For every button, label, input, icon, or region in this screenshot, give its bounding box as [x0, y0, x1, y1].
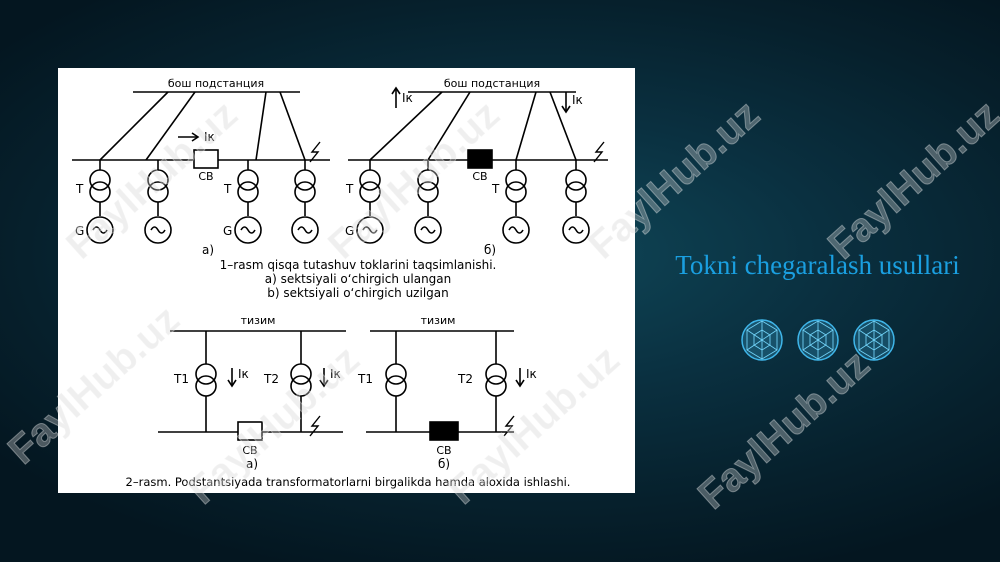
fig2a-ik-label-1: Iк	[238, 367, 249, 381]
fig2a-switch-label: СВ	[242, 444, 257, 457]
fig1a-t-label-2: Т	[223, 182, 232, 196]
decorative-orbs	[740, 318, 900, 364]
fig1a-t-label: Т	[75, 182, 84, 196]
fig2b-t1-label: Т1	[357, 372, 373, 386]
fig1a-variant-label: а)	[202, 243, 214, 257]
fig1-caption-line1: 1–rasm qisqa tutashuv toklarini taqsimla…	[220, 258, 497, 272]
fig2b-variant-label: б)	[438, 457, 450, 471]
fig1a-branch-3: Т G	[223, 160, 262, 244]
fig1b-section-switch-closed	[467, 149, 493, 169]
fig2a-bus-label: тизим	[241, 314, 276, 327]
fig2a-transformer-t2: Т2 Iк	[263, 331, 341, 432]
fig2b-t2-label: Т2	[457, 372, 473, 386]
fig1b-bus-label: бош подстанция	[444, 77, 540, 90]
fig1a-g-label-2: G	[223, 224, 232, 238]
fig1b-current-label-left: Iк	[402, 91, 413, 105]
fig1a-bus-label: бош подстанция	[168, 77, 264, 90]
fig1b-t-label-2: Т	[491, 182, 500, 196]
fig2b-section-switch-closed	[429, 421, 459, 441]
geodesic-sphere-icon	[797, 319, 839, 361]
slide-title: Tokni chegaralash usullari	[675, 250, 960, 280]
fig1b-current-label-right: Iк	[572, 93, 583, 107]
watermark: FaylHub.uz	[819, 92, 1000, 268]
fig1a-g-label: G	[75, 224, 84, 238]
fig1b-branch-4	[562, 160, 590, 244]
fig2a-ik-label-2: Iк	[330, 367, 341, 381]
circuit-diagram: бош подстанция СВ Iк Т	[72, 77, 608, 489]
fault-icon	[503, 415, 515, 437]
fig1b-switch-label: СВ	[472, 170, 487, 183]
fig1b-branch-3: Т	[491, 160, 530, 244]
fig2a-t1-label: Т1	[173, 372, 189, 386]
fig2-caption: 2–rasm. Podstantsiyada transformatorlarn…	[126, 475, 571, 489]
geodesic-sphere-icon	[853, 319, 895, 361]
figure1-b: бош подстанция СВ Iк Iк	[345, 77, 608, 257]
fault-icon	[309, 141, 321, 163]
figure2-b: тизим Т1 Т2 Iк СВ	[357, 314, 537, 471]
fig1a-switch-label: СВ	[198, 170, 213, 183]
fig2b-transformer-t2: Т2 Iк	[457, 331, 537, 432]
fig1b-t-label: Т	[345, 182, 354, 196]
figure2-a: тизим Т1 Iк Т2	[158, 314, 346, 471]
fig1-caption-line2: a) sektsiyali o‘chirgich ulangan	[265, 272, 452, 286]
fault-icon	[593, 141, 605, 163]
fig2b-bus-label: тизим	[421, 314, 456, 327]
figure1-a: бош подстанция СВ Iк Т	[72, 77, 330, 257]
fig1a-branch-1: Т G	[75, 160, 114, 244]
fig1b-g-label: G	[345, 224, 354, 238]
geodesic-sphere-icon	[741, 319, 783, 361]
diagram-panel: бош подстанция СВ Iк Т	[58, 68, 635, 493]
fig2a-variant-label: а)	[246, 457, 258, 471]
fig1-caption-line3: b) sektsiyali o‘chirgich uzilgan	[267, 286, 448, 300]
fig2a-section-switch-open	[237, 421, 263, 441]
fig1b-branch-2	[414, 160, 442, 244]
fig1b-branch-1: Т G	[345, 160, 384, 244]
fig1a-branch-2	[144, 160, 172, 244]
fault-icon	[309, 415, 321, 437]
fig1a-current-label: Iк	[204, 130, 215, 144]
fig2b-switch-label: СВ	[436, 444, 451, 457]
fig2a-t2-label: Т2	[263, 372, 279, 386]
fig2a-transformer-t1: Т1 Iк	[173, 331, 249, 432]
watermark: FaylHub.uz	[689, 342, 878, 518]
fig1a-section-switch-open	[193, 149, 219, 169]
fig1b-variant-label: б)	[484, 243, 496, 257]
fig1a-branch-4	[291, 160, 319, 244]
fig2b-ik-label: Iк	[526, 367, 537, 381]
fig2b-transformer-t1: Т1	[357, 331, 407, 432]
